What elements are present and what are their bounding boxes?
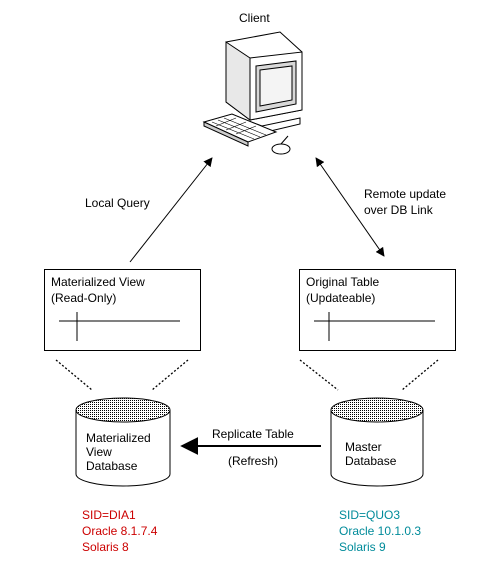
dotted-connectors xyxy=(55,359,439,391)
mv-database-cylinder xyxy=(75,397,171,487)
local-query-label: Local Query xyxy=(85,196,150,210)
computer-icon xyxy=(202,31,303,155)
left-sid: SID=DIA1 xyxy=(82,508,136,522)
master-db-label-line2: Database xyxy=(345,454,397,468)
client-label: Client xyxy=(239,11,270,25)
mv-table-glyph xyxy=(59,312,180,341)
right-os: Solaris 9 xyxy=(339,540,386,554)
mv-box-title-line2: (Read-Only) xyxy=(51,291,117,305)
master-database-cylinder xyxy=(330,397,424,487)
mv-db-label-line1: Materialized xyxy=(86,431,151,445)
master-db-label-line1: Master xyxy=(345,440,382,454)
original-box-title-line2: (Updateable) xyxy=(306,291,376,305)
refresh-label: (Refresh) xyxy=(228,454,279,468)
remote-update-label-line1: Remote update xyxy=(364,187,447,201)
materialized-view-box: Materialized View (Read-Only) xyxy=(44,269,201,351)
original-table-box: Original Table (Updateable) xyxy=(299,269,456,351)
mv-db-label-line3: Database xyxy=(86,459,138,473)
local-query-arrow xyxy=(129,157,213,263)
left-os: Solaris 8 xyxy=(82,540,129,554)
right-version: Oracle 10.1.0.3 xyxy=(339,524,422,538)
left-version: Oracle 8.1.7.4 xyxy=(82,524,158,538)
remote-update-label-line2: over DB Link xyxy=(364,203,433,217)
original-box-title-line1: Original Table xyxy=(306,275,380,289)
mv-box-title-line1: Materialized View xyxy=(51,275,145,289)
original-table-glyph xyxy=(314,312,435,341)
right-sid: SID=QUO3 xyxy=(339,508,401,522)
remote-update-arrow xyxy=(315,157,385,257)
mv-db-label-line2: View xyxy=(86,445,112,459)
replicate-table-label: Replicate Table xyxy=(212,427,294,441)
